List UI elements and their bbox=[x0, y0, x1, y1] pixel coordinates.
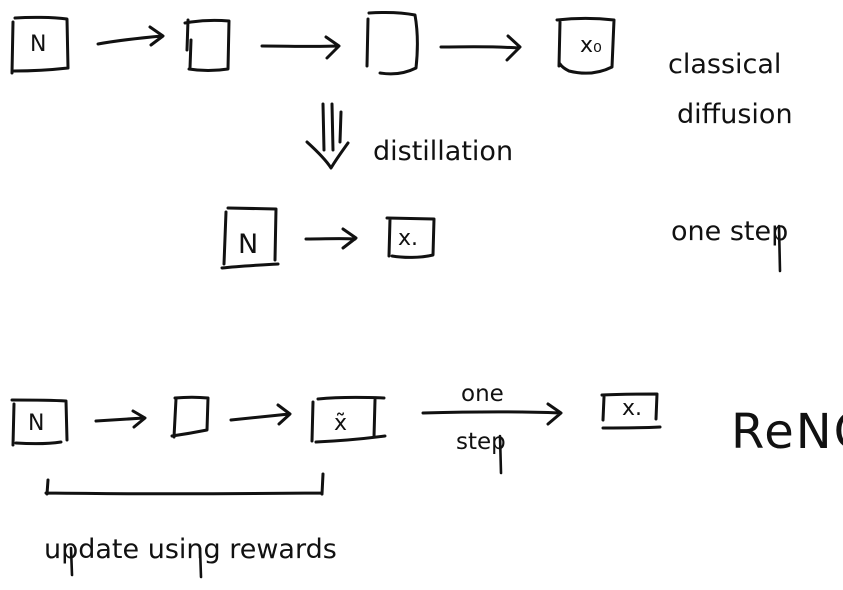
reno-label: ReNO bbox=[731, 404, 843, 460]
update-label: update using rewards bbox=[44, 534, 337, 565]
distillation-label: distillation bbox=[373, 136, 513, 167]
one-step-label: one step bbox=[671, 216, 788, 247]
x0-box: x₀ bbox=[555, 17, 616, 75]
x0-box: x. bbox=[600, 392, 662, 430]
noise-label: N bbox=[28, 411, 44, 436]
label-descender bbox=[198, 546, 203, 579]
arrow bbox=[96, 25, 165, 47]
x0-box: x. bbox=[385, 216, 436, 259]
arrow bbox=[229, 403, 292, 426]
intermediate-box bbox=[365, 10, 419, 76]
row-one-step: N x. one step bbox=[220, 206, 788, 273]
label-descender bbox=[69, 546, 74, 577]
arrow bbox=[439, 34, 522, 62]
arrow bbox=[260, 35, 341, 60]
label-descender bbox=[777, 224, 782, 273]
optimized-noise-box: x̃ bbox=[310, 395, 387, 444]
noise-box: N bbox=[10, 398, 69, 447]
distillation-arrow: distillation bbox=[305, 102, 513, 170]
row-reno: N x̃ one step x. ReNO update using rewar… bbox=[10, 381, 843, 579]
x0-label: x. bbox=[622, 396, 642, 421]
label-descender bbox=[498, 434, 503, 475]
x0-label: x. bbox=[398, 226, 418, 251]
edge-label-one: one bbox=[461, 381, 504, 407]
noise-label: N bbox=[30, 32, 46, 57]
arrow bbox=[421, 402, 563, 426]
arrow bbox=[94, 409, 147, 429]
edge-label-step: step bbox=[456, 429, 506, 455]
row-classical-diffusion: N x₀ classical diffusion bbox=[10, 10, 793, 130]
one-step-edge: one step bbox=[421, 381, 563, 475]
optimized-noise-label: x̃ bbox=[334, 411, 347, 436]
intermediate-box bbox=[183, 18, 231, 72]
noise-label: N bbox=[238, 229, 258, 260]
noise-box: N bbox=[10, 15, 70, 75]
intermediate-box bbox=[170, 395, 210, 439]
diffusion-label: diffusion bbox=[677, 99, 793, 130]
x0-label: x₀ bbox=[580, 33, 602, 58]
classical-label: classical bbox=[668, 49, 781, 80]
arrow bbox=[304, 227, 358, 250]
update-bracket bbox=[44, 472, 325, 496]
noise-box: N bbox=[220, 206, 280, 270]
